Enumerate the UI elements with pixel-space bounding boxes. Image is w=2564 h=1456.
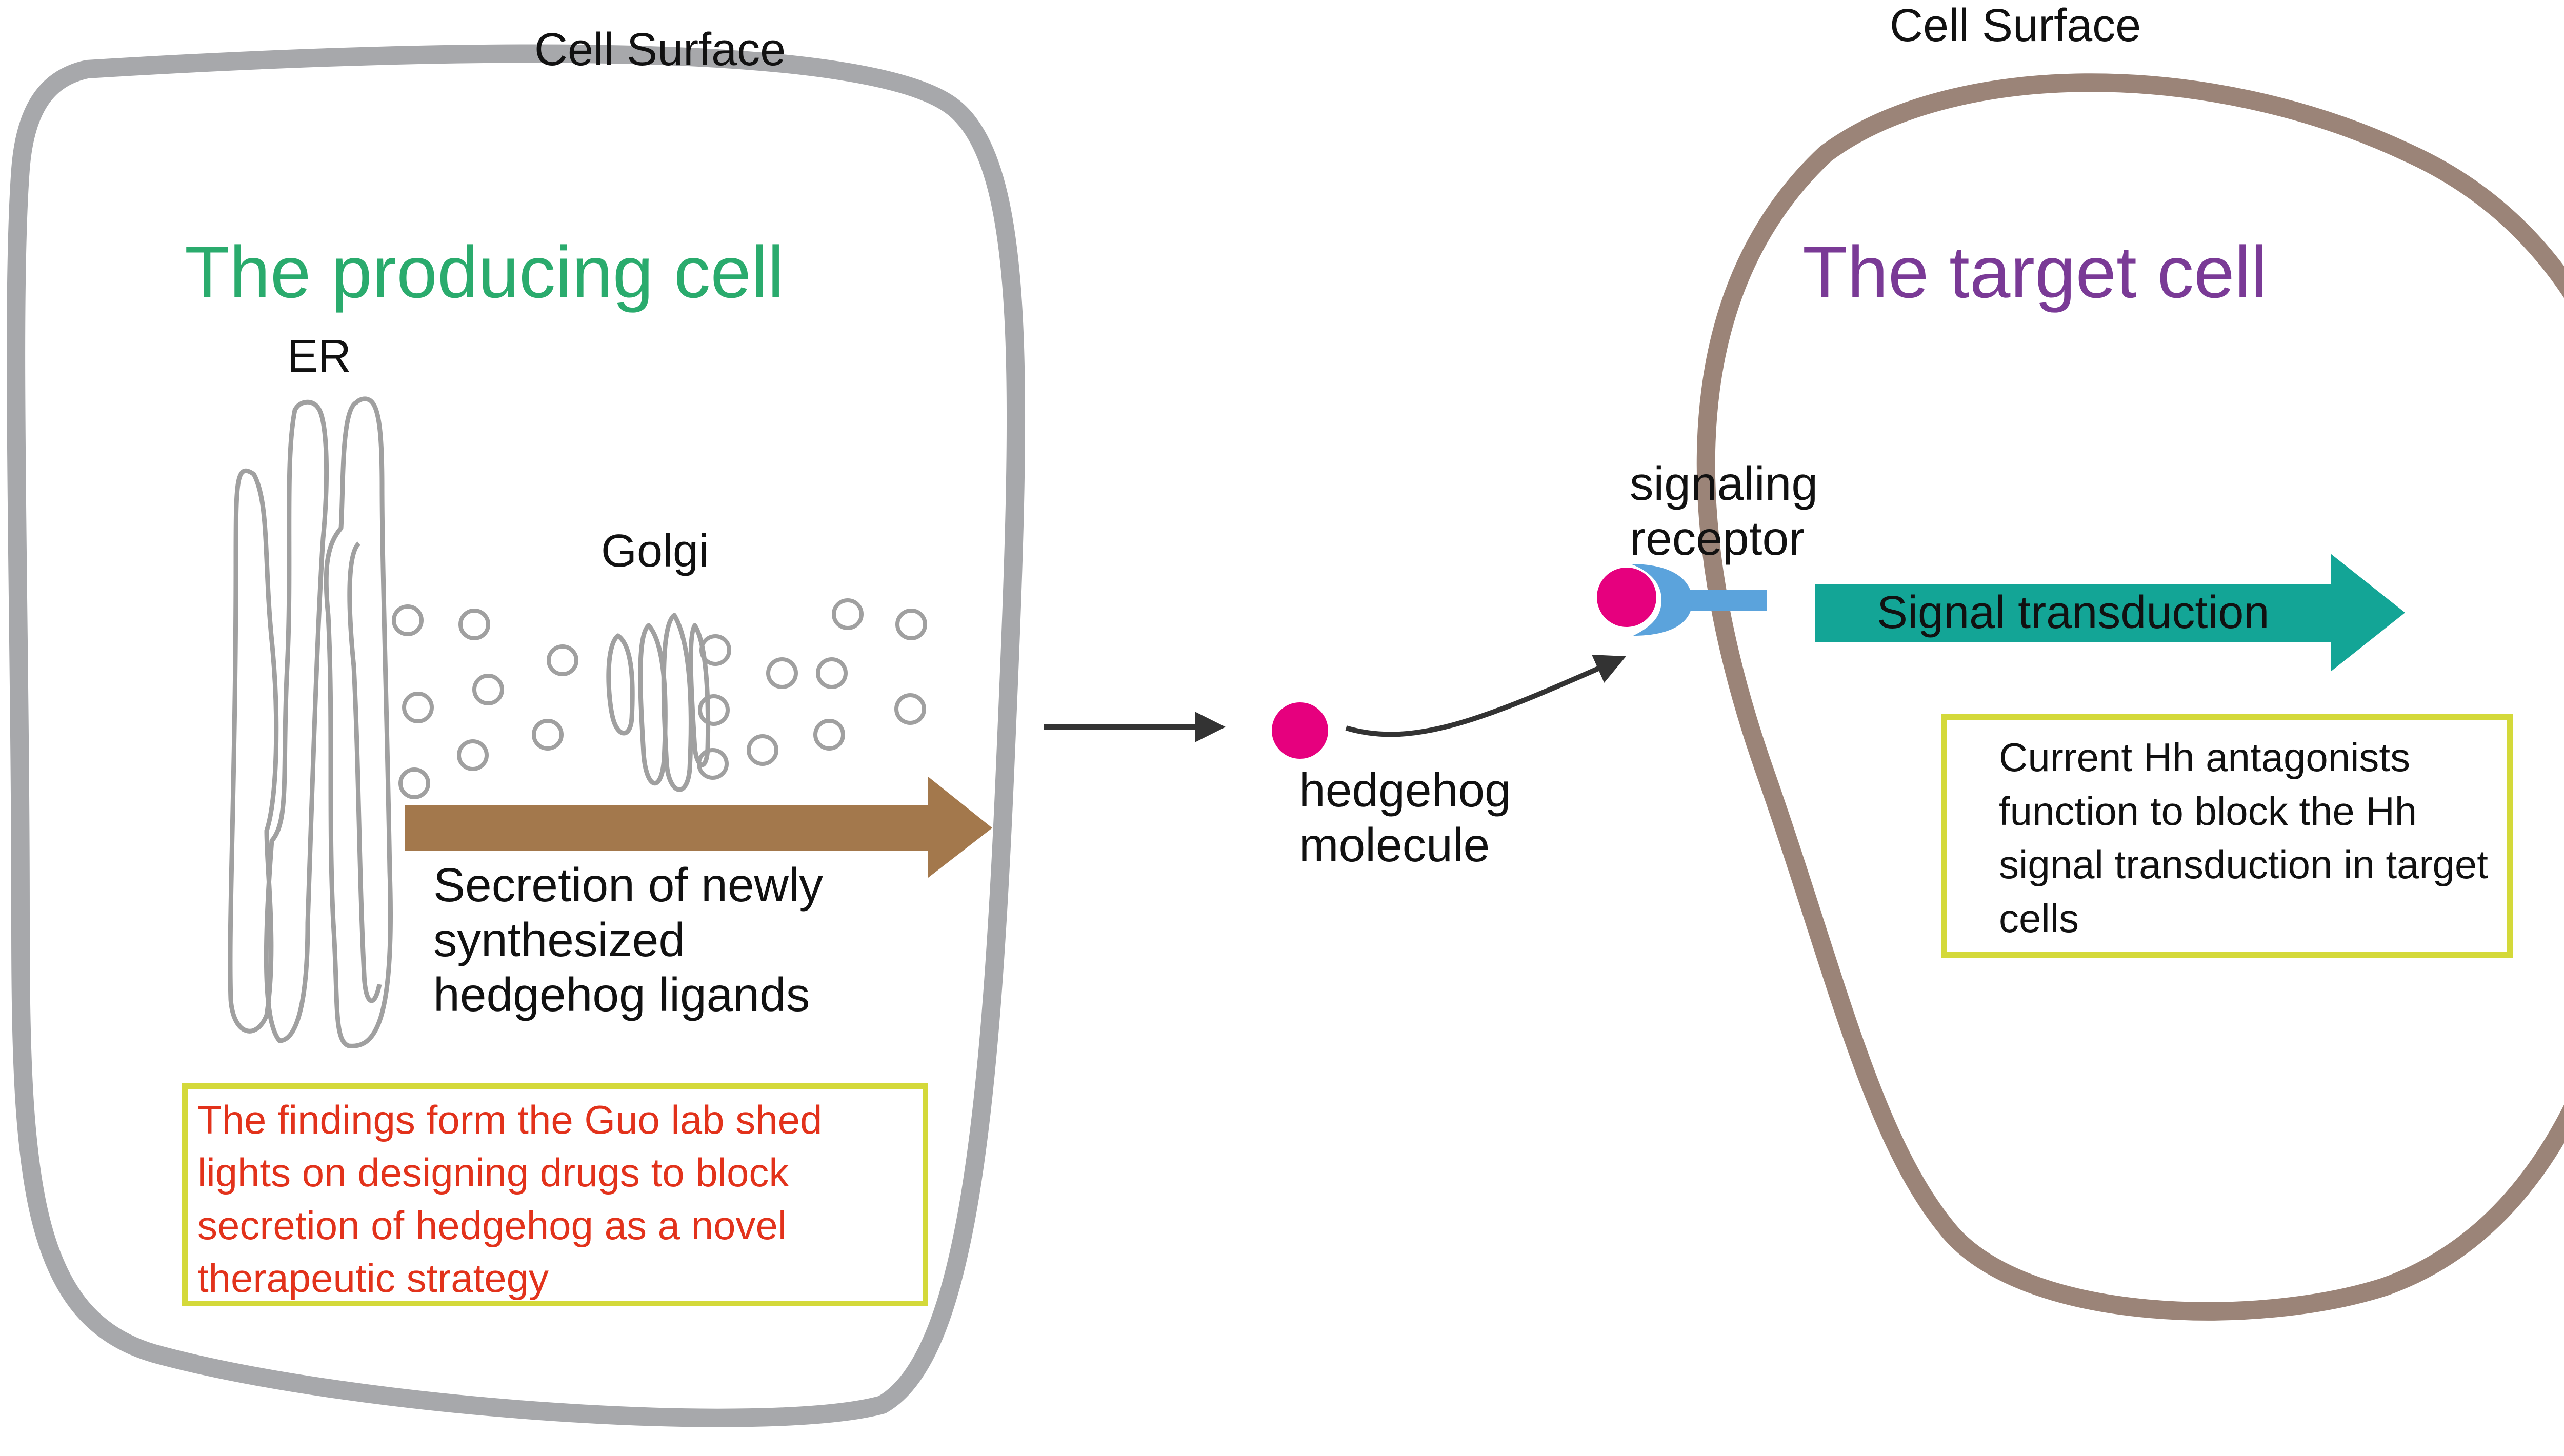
bound-hedgehog-molecule xyxy=(1597,568,1656,627)
golgi-apparatus-icon xyxy=(606,613,711,792)
er-label: ER xyxy=(287,331,352,382)
signal-transduction-label: Signal transduction xyxy=(1877,587,2270,638)
target-cell-surface-label: Cell Surface xyxy=(1890,0,2141,51)
signal-transduction-arrow xyxy=(1815,554,2405,672)
endoplasmic-reticulum-icon xyxy=(228,396,393,1048)
antagonist-box xyxy=(1941,714,2513,958)
golgi-label: Golgi xyxy=(601,525,709,577)
hedgehog-molecule-dot xyxy=(1272,702,1328,759)
signaling-receptor-label: signaling receptor xyxy=(1630,457,1818,565)
target-cell-membrane xyxy=(1696,73,2564,1321)
antagonist-text: Current Hh antagonists function to block… xyxy=(1999,735,2488,941)
producing-cell-surface-label: Cell Surface xyxy=(534,24,786,75)
vesicle-circles xyxy=(392,598,927,799)
secretion-label: Secretion of newly synthesized hedgehog … xyxy=(433,858,823,1021)
findings-box xyxy=(182,1083,928,1306)
secretion-arrow xyxy=(405,777,992,878)
producing-cell-membrane xyxy=(7,44,1026,1427)
target-cell-title: The target cell xyxy=(1802,232,2268,313)
findings-text: The findings form the Guo lab shed light… xyxy=(197,1097,823,1301)
binding-arrow xyxy=(1345,654,1626,737)
receptor-icon xyxy=(1631,564,1767,636)
hedgehog-molecule-label: hedgehog molecule xyxy=(1299,763,1511,872)
producing-cell-title: The producing cell xyxy=(185,232,784,313)
